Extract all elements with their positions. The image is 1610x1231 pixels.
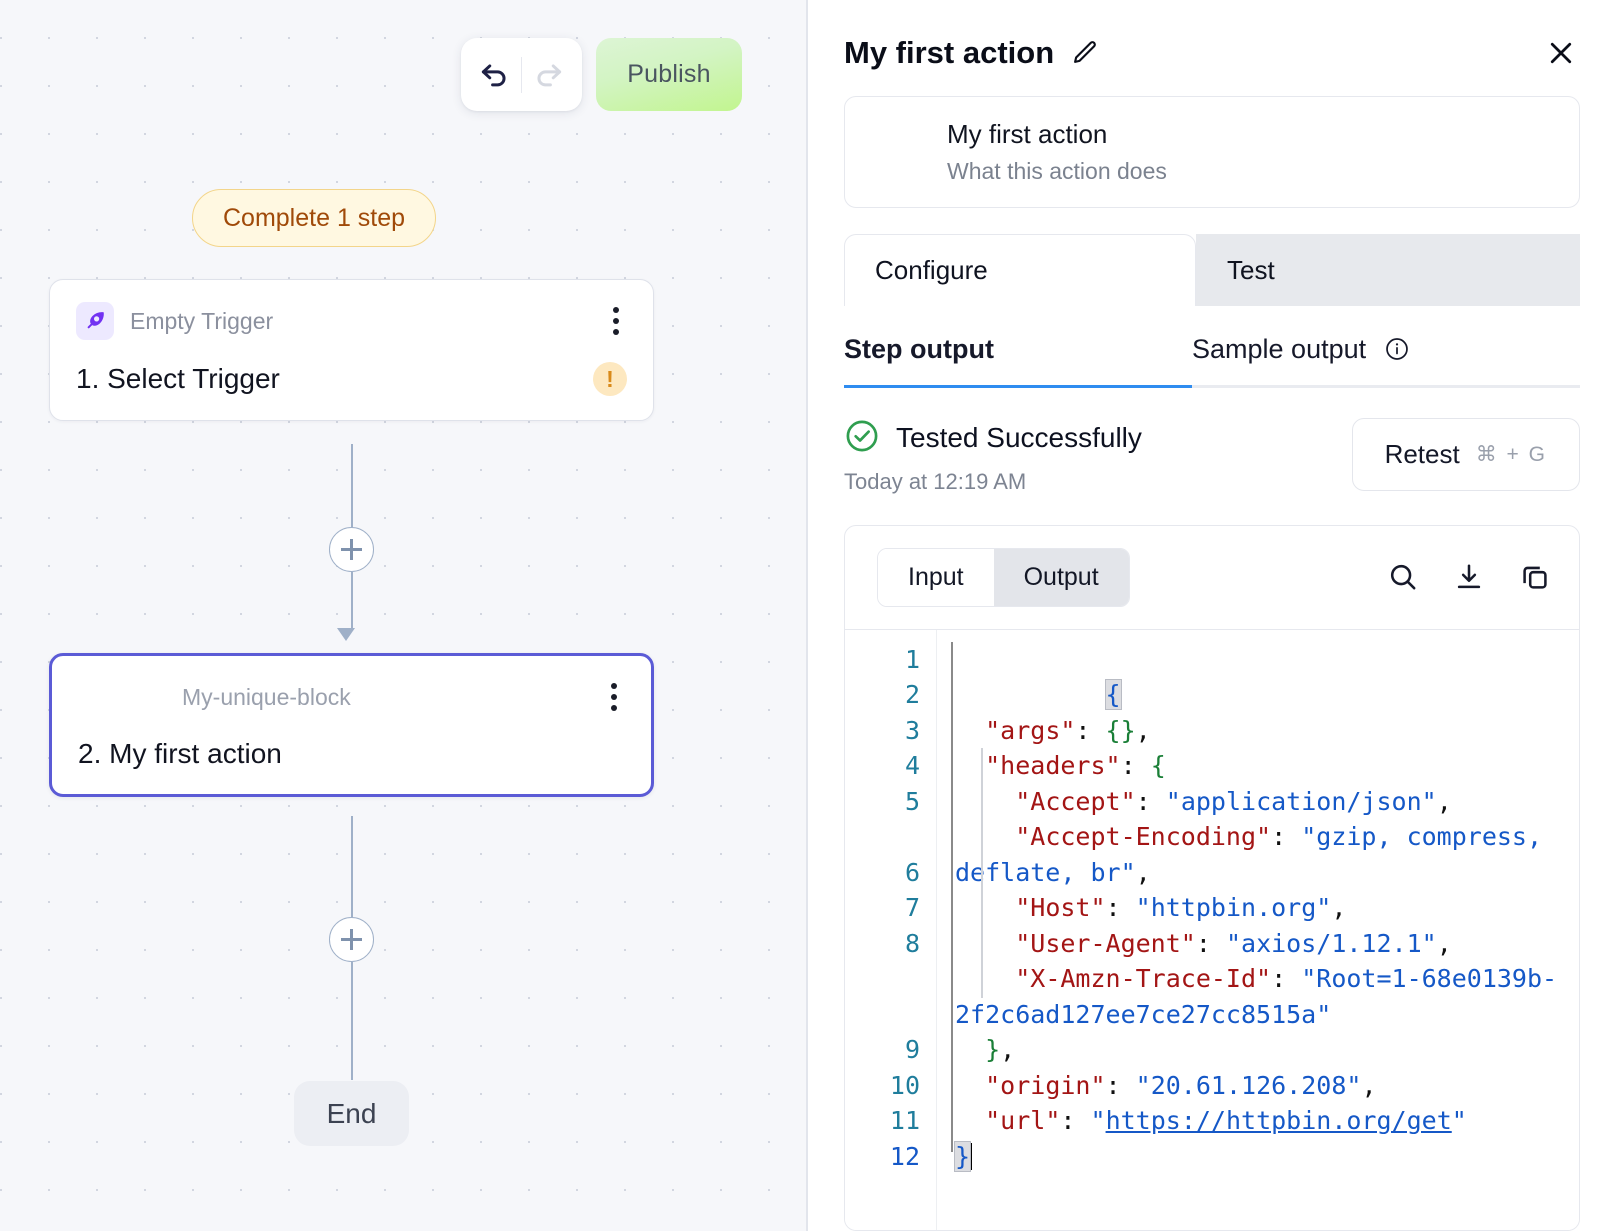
action-name-card[interactable]: My first action What this action does bbox=[844, 96, 1580, 208]
connector-line bbox=[351, 444, 353, 550]
node-subtitle: Empty Trigger bbox=[130, 307, 274, 334]
redo-arrow-icon bbox=[532, 56, 566, 93]
test-status-row: Tested Successfully Today at 12:19 AM Re… bbox=[844, 417, 1580, 495]
undo-redo-group bbox=[461, 38, 582, 111]
input-output-toggle: Input Output bbox=[877, 547, 1130, 607]
copy-icon[interactable] bbox=[1519, 561, 1551, 593]
undo-button[interactable] bbox=[467, 45, 521, 105]
node-title: 1. Select Trigger bbox=[76, 363, 280, 394]
workflow-node-my-first-action[interactable]: My-unique-block 2. My first action bbox=[49, 653, 654, 797]
kebab-menu-icon[interactable] bbox=[603, 677, 625, 717]
action-name: My first action bbox=[947, 119, 1108, 149]
check-circle-icon bbox=[844, 418, 880, 459]
test-timestamp: Today at 12:19 AM bbox=[844, 468, 1027, 494]
connector-line bbox=[351, 816, 353, 918]
publish-button[interactable]: Publish bbox=[596, 38, 742, 111]
node-subtitle: My-unique-block bbox=[182, 683, 351, 710]
tab-test[interactable]: Test bbox=[1196, 234, 1580, 306]
retest-shortcut: ⌘ + G bbox=[1475, 442, 1547, 466]
node-title: 2. My first action bbox=[78, 738, 282, 769]
subtab-step-output[interactable]: Step output bbox=[844, 306, 1192, 388]
node-footer: 2. My first action bbox=[78, 738, 625, 770]
connector-arrow bbox=[337, 628, 355, 641]
kebab-menu-icon[interactable] bbox=[605, 301, 627, 341]
node-footer: 1. Select Trigger ! bbox=[76, 362, 627, 396]
test-status-block: Tested Successfully Today at 12:19 AM bbox=[844, 418, 1142, 495]
redo-button[interactable] bbox=[522, 45, 576, 105]
info-circle-icon[interactable] bbox=[1384, 336, 1410, 362]
warning-badge: ! bbox=[593, 362, 627, 396]
retest-label: Retest bbox=[1384, 438, 1460, 469]
workflow-canvas[interactable]: Publish Complete 1 step Empty Trigger 1.… bbox=[0, 0, 808, 1231]
output-subtabs: Step output Sample output bbox=[844, 306, 1580, 388]
test-status-text: Tested Successfully bbox=[896, 422, 1142, 453]
segment-output[interactable]: Output bbox=[993, 548, 1129, 606]
node-header: My-unique-block bbox=[78, 678, 625, 716]
pencil-edit-icon[interactable] bbox=[1070, 38, 1100, 68]
canvas-toolbar: Publish bbox=[461, 38, 742, 111]
result-tool-icons bbox=[1387, 561, 1551, 593]
editor-code-content[interactable]: { "args": {}, "headers": { "Accept": "ap… bbox=[937, 630, 1579, 1231]
download-icon[interactable] bbox=[1453, 561, 1485, 593]
retest-button[interactable]: Retest ⌘ + G bbox=[1351, 417, 1580, 491]
tab-configure[interactable]: Configure bbox=[844, 234, 1196, 306]
search-icon[interactable] bbox=[1387, 561, 1419, 593]
subtab-sample-output-label: Sample output bbox=[1192, 333, 1367, 364]
connector-line bbox=[351, 572, 353, 630]
subtab-sample-output[interactable]: Sample output bbox=[1192, 306, 1410, 385]
page-title: My first action bbox=[844, 35, 1055, 70]
comet-trigger-icon bbox=[76, 302, 114, 340]
end-node: End bbox=[294, 1081, 409, 1146]
step-details-panel: My first action My first action What thi… bbox=[808, 0, 1610, 1231]
panel-header: My first action bbox=[808, 0, 1610, 72]
result-toolbar: Input Output bbox=[845, 526, 1579, 629]
connector-line bbox=[351, 962, 353, 1080]
undo-arrow-icon bbox=[477, 56, 511, 93]
complete-step-pill[interactable]: Complete 1 step bbox=[192, 189, 437, 247]
add-step-button-2[interactable] bbox=[329, 917, 374, 962]
add-step-button-1[interactable] bbox=[329, 527, 374, 572]
action-description: What this action does bbox=[947, 158, 1167, 184]
segment-input[interactable]: Input bbox=[878, 548, 994, 606]
main-tabs: Configure Test bbox=[844, 234, 1580, 306]
test-result-card: Input Output bbox=[844, 524, 1580, 1231]
close-x-icon[interactable] bbox=[1542, 34, 1580, 72]
workflow-node-trigger[interactable]: Empty Trigger 1. Select Trigger ! bbox=[49, 279, 654, 421]
toolbar-divider bbox=[521, 56, 522, 93]
node-header: Empty Trigger bbox=[76, 302, 627, 340]
panel-divider bbox=[806, 0, 808, 1231]
test-status-line: Tested Successfully bbox=[844, 418, 1142, 459]
